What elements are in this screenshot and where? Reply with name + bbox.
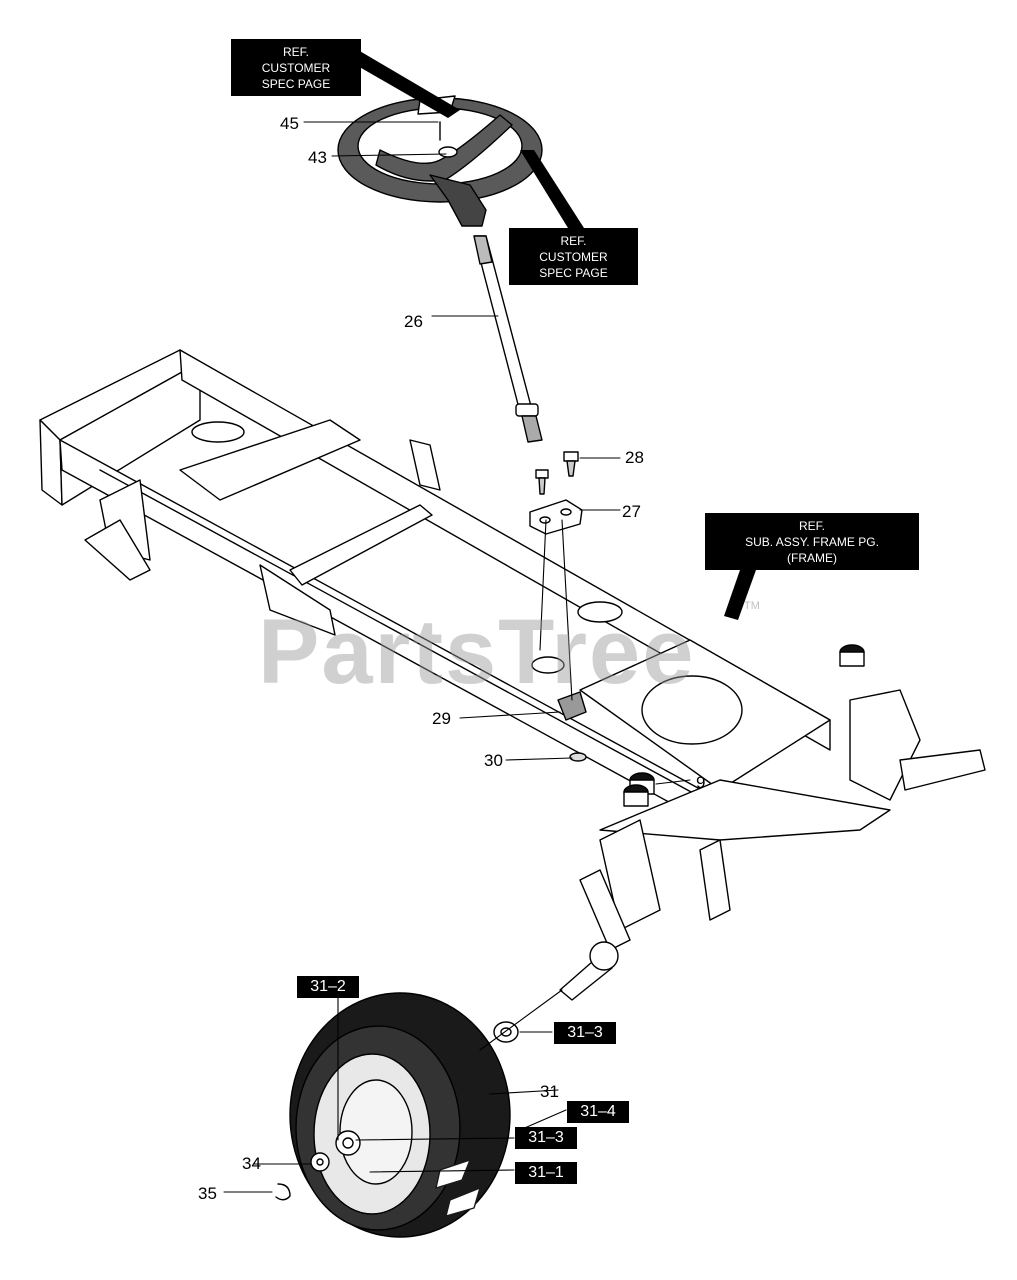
ref-line: REF. [282,44,309,59]
bushing-right [839,644,865,667]
callout-pointer-1 [330,50,460,118]
part-tag-31-3-upper: 31–3 [554,1022,616,1044]
steering-bracket-27 [529,499,583,535]
washer-30 [569,752,587,762]
part-number-29: 29 [432,709,451,728]
tractor-frame [39,349,986,951]
ref-box-steering-hub: REF. CUSTOMER SPEC PAGE [509,228,638,285]
clamp-29 [557,691,587,721]
leader-lines [223,121,691,1193]
ref-line: SPEC PAGE [261,76,331,91]
part-tag-31-4: 31–4 [567,1101,629,1123]
watermark: PartsTree [258,601,696,703]
part-number-31: 31 [540,1082,559,1101]
steering-shaft [473,235,543,443]
ref-line: REF. [798,518,825,533]
callout-pointer-3 [724,570,756,620]
front-wheel [289,992,511,1238]
e-clip-35 [275,1183,291,1201]
part-number-27: 27 [622,502,641,521]
part-number-43: 43 [308,148,327,167]
callout-pointer-2 [520,150,584,228]
bolt-28 [563,451,579,477]
ref-line: REF. [560,233,587,248]
part-tag-31-2: 31–2 [297,976,359,998]
ref-line: CUSTOMER [261,60,331,75]
part-tag-31-1: 31–1 [515,1162,577,1184]
part-number-9: 9 [696,773,706,792]
part-number-35: 35 [198,1184,217,1203]
part-number-45: 45 [280,114,299,133]
bolt-28b [535,469,549,495]
part-number-30: 30 [484,751,503,770]
watermark-tm: TM [744,600,760,612]
washer-34 [310,1152,330,1172]
bushing-9 [623,772,655,807]
part-number-26: 26 [404,312,423,331]
steering-wheel [337,95,543,227]
part-number-34: 34 [242,1154,261,1173]
ref-line: (FRAME) [787,550,837,565]
axle-spindle [559,941,619,1001]
ref-line: SUB. ASSY. FRAME PG. [745,534,879,549]
part-number-28: 28 [625,448,644,467]
part-tag-31-3-lower: 31–3 [515,1127,577,1149]
ref-box-steering-wheel: REF. CUSTOMER SPEC PAGE [231,39,361,96]
ref-line: CUSTOMER [539,249,608,264]
ref-line: SPEC PAGE [539,265,608,280]
ref-box-frame: REF. SUB. ASSY. FRAME PG. (FRAME) [705,513,919,570]
